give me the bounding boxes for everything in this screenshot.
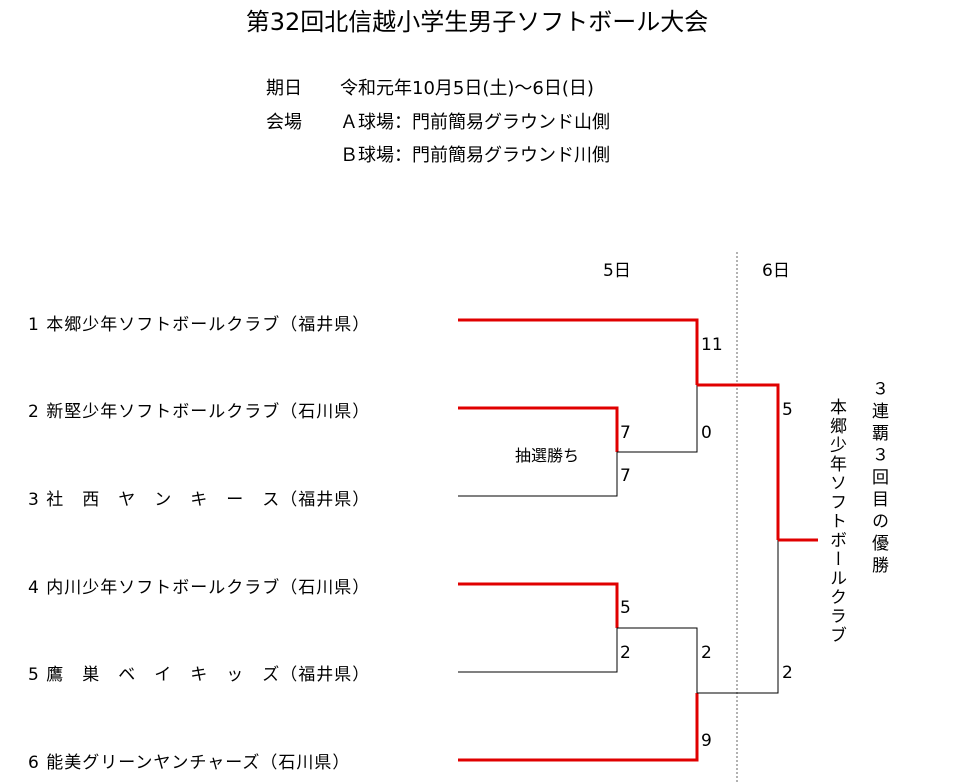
line-semi-top bbox=[697, 383, 780, 540]
team-1: 1 本郷少年ソフトボールクラブ（福井県） bbox=[28, 315, 371, 335]
score-r1-team-4: 5 bbox=[620, 598, 631, 618]
venue-a: Ａ球場：門前簡易グラウンド山側 bbox=[340, 112, 610, 133]
line-team-4 bbox=[458, 582, 619, 628]
team-3: 3 社 西 ヤ ン キ ー ス（福井県） bbox=[28, 490, 371, 510]
score-sf-winner-2-3: 0 bbox=[701, 423, 712, 443]
line-semi-bottom bbox=[697, 540, 779, 694]
score-sf-team-6: 9 bbox=[701, 731, 712, 751]
lottery-note: 抽選勝ち bbox=[515, 446, 580, 465]
team-4: 4 内川少年ソフトボールクラブ（石川県） bbox=[28, 578, 371, 598]
venue-b: Ｂ球場：門前簡易グラウンド川側 bbox=[340, 145, 610, 166]
date-label: 期日 bbox=[266, 78, 302, 99]
line-team-1 bbox=[458, 318, 699, 385]
team-5: 5 鷹 巣 ベ イ キ ッ ズ（福井県） bbox=[28, 665, 371, 685]
day-label-first: 5日 bbox=[603, 261, 631, 281]
score-r1-team-2: 7 bbox=[620, 423, 631, 443]
champion-note: ３連覇３回目の優勝 bbox=[868, 380, 888, 578]
score-r1-team-3: 7 bbox=[620, 466, 631, 486]
line-team-3 bbox=[458, 452, 618, 497]
venue-label: 会場 bbox=[266, 112, 302, 133]
line-team-5 bbox=[458, 628, 618, 673]
team-2: 2 新堅少年ソフトボールクラブ（石川県） bbox=[28, 402, 371, 422]
score-sf-winner-4-5: 2 bbox=[701, 643, 712, 663]
page-title: 第32回北信越小学生男子ソフトボール大会 bbox=[245, 8, 709, 36]
champion-name: 本郷少年ソフトボールクラブ bbox=[826, 398, 846, 645]
line-team-6 bbox=[458, 693, 699, 762]
score-final-bottom: 2 bbox=[782, 663, 793, 683]
date-value: 令和元年10月5日(土)〜6日(日) bbox=[340, 78, 594, 99]
score-final-top: 5 bbox=[782, 400, 793, 420]
day-label-second: 6日 bbox=[762, 261, 790, 281]
score-sf-team-1: 11 bbox=[701, 335, 723, 355]
score-r1-team-5: 2 bbox=[620, 643, 631, 663]
line-winner-4-5 bbox=[617, 627, 698, 693]
team-6: 6 能美グリーンヤンチャーズ（石川県） bbox=[28, 753, 351, 773]
line-team-2 bbox=[458, 406, 619, 452]
line-winner-2-3 bbox=[617, 385, 698, 453]
